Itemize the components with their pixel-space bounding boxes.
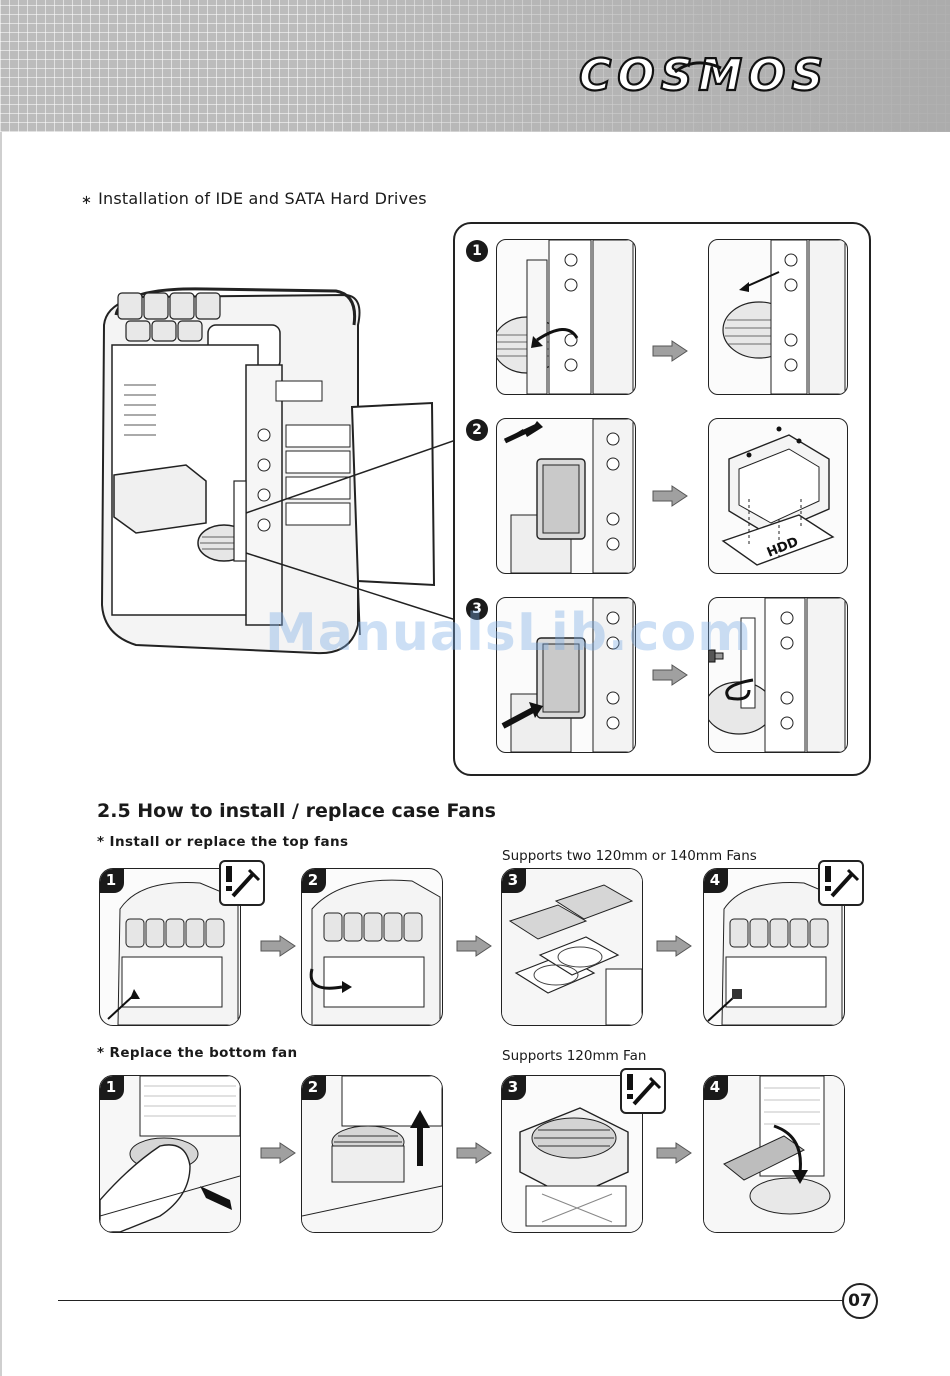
hdd-step-1-before (496, 239, 636, 395)
fan-section-heading: 2.5 How to install / replace case Fans (97, 800, 496, 822)
screwdriver-warning-icon-2 (818, 860, 864, 906)
bottom-fan-label: * Replace the bottom fan (97, 1045, 298, 1061)
hdd-step-2-before (496, 418, 636, 574)
top-fan-step-1-number: 1 (99, 868, 124, 893)
top-fan-step-3: 3 (501, 868, 643, 1026)
bullet-asterisk: ∗ (81, 193, 92, 208)
page-number: 07 (842, 1283, 878, 1319)
top-fan-step-2-number: 2 (301, 868, 326, 893)
hdd-step-1-after (708, 239, 848, 395)
left-rule (0, 132, 2, 1376)
top-fans-label: * Install or replace the top fans (97, 834, 349, 850)
watermark: ManualsLib.com (265, 603, 752, 663)
top-fan-arrow-1 (260, 935, 296, 957)
top-fan-arrow-2 (456, 935, 492, 957)
bottom-fan-step-2-number: 2 (301, 1075, 326, 1100)
bottom-fan-step-3-number: 3 (501, 1075, 526, 1100)
top-fans-note: Supports two 120mm or 140mm Fans (502, 848, 757, 864)
bottom-fan-step-2: 2 (301, 1075, 443, 1233)
cosmos-logo: COSMOS (575, 50, 885, 100)
top-fan-arrow-3 (656, 935, 692, 957)
hdd-step-2-after: HDD (708, 418, 848, 574)
bottom-fan-step-4: 4 (703, 1075, 845, 1233)
hdd-step-1-badge: 1 (466, 240, 488, 262)
hdd-title-text: Installation of IDE and SATA Hard Drives (98, 189, 427, 208)
bottom-fan-step-1: 1 (99, 1075, 241, 1233)
top-fan-step-2: 2 (301, 868, 443, 1026)
screwdriver-warning-icon-3 (620, 1068, 666, 1114)
bottom-fan-step-4-number: 4 (703, 1075, 728, 1100)
hdd-section-title: ∗ Installation of IDE and SATA Hard Drive… (81, 189, 427, 208)
hdd-step-2-badge: 2 (466, 419, 488, 441)
logo-text: COSMOS (579, 50, 829, 100)
hdd-step-3-arrow (652, 664, 688, 686)
bottom-fan-note: Supports 120mm Fan (502, 1048, 646, 1064)
bottom-fan-arrow-1 (260, 1142, 296, 1164)
top-fan-step-3-number: 3 (501, 868, 526, 893)
footer-rule (58, 1300, 844, 1301)
bottom-fan-arrow-2 (456, 1142, 492, 1164)
bottom-fan-arrow-3 (656, 1142, 692, 1164)
hdd-step-1-arrow (652, 340, 688, 362)
screwdriver-warning-icon (219, 860, 265, 906)
top-fan-step-4-number: 4 (703, 868, 728, 893)
hdd-step-2-arrow (652, 485, 688, 507)
bottom-fan-step-1-number: 1 (99, 1075, 124, 1100)
